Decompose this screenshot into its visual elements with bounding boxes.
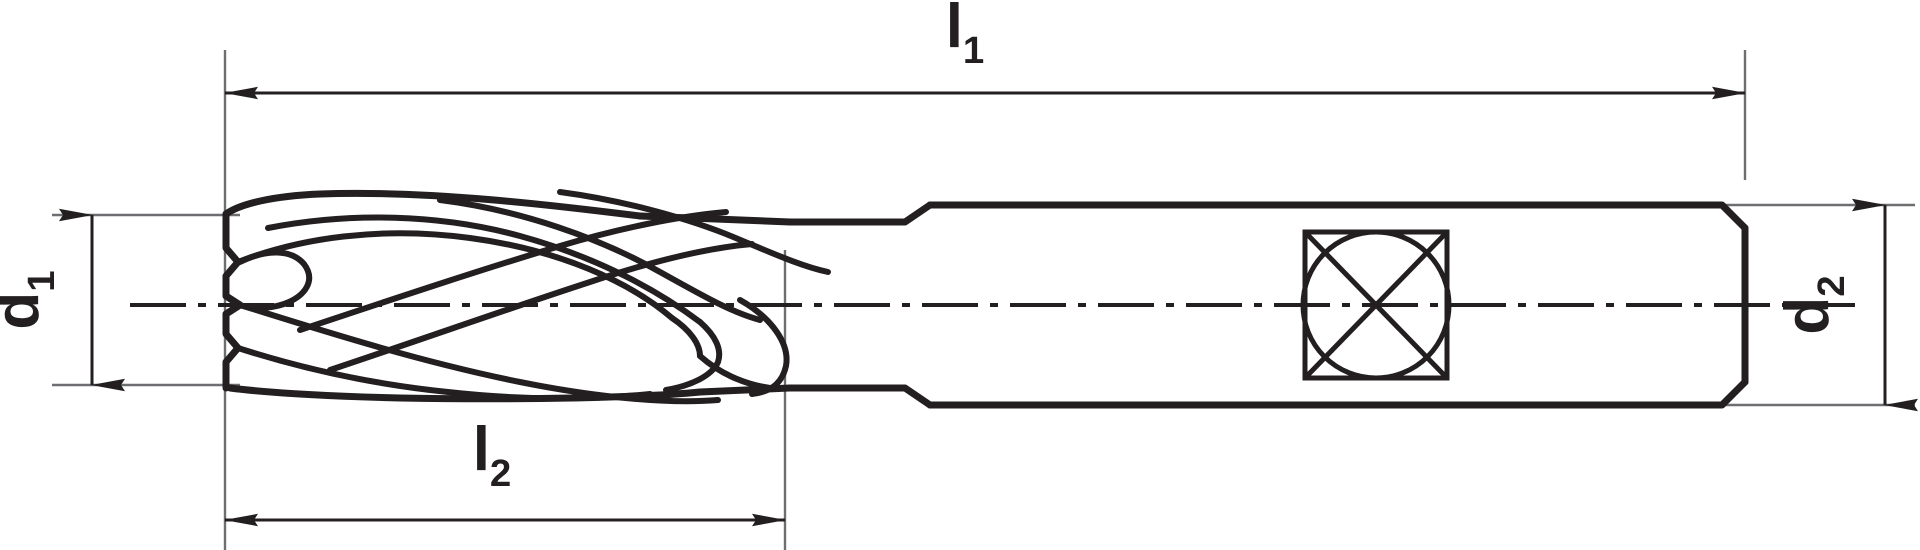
extension-lines (52, 50, 1915, 550)
end-face-teeth (222, 210, 244, 392)
flute-helix-upper (235, 214, 723, 393)
dimension-d2: d2 (1773, 198, 1918, 412)
dimension-label-l1: l1 (946, 0, 985, 72)
tip-gash (237, 249, 313, 311)
dimension-label-d2: d2 (1773, 275, 1853, 334)
flute-end-curve (697, 297, 790, 397)
dimension-label-d1-base: d (0, 292, 52, 330)
dimension-label-l1-base: l (946, 0, 963, 61)
dimension-label-l2-subscript: 2 (490, 452, 511, 495)
end-mill-body (222, 189, 1749, 409)
weldon-diagonal-2 (1303, 230, 1449, 380)
dimension-label-l2: l2 (473, 415, 512, 495)
weldon-flat-symbol (1300, 229, 1452, 381)
dimension-label-d2-base: d (1773, 297, 1842, 335)
flute-helix-upper-long (437, 189, 831, 323)
dimension-l2: l2 (224, 415, 786, 527)
neck-step (786, 201, 934, 409)
weldon-rectangle-icon (1302, 229, 1450, 381)
dimension-d1: d1 (0, 208, 125, 392)
dimension-label-d2-subscript: 2 (1810, 275, 1853, 296)
dimension-l1: l1 (224, 0, 1746, 100)
dimension-label-l1-subscript: 1 (963, 29, 984, 72)
dimension-label-d1-subscript: 1 (20, 270, 63, 291)
dimension-label-l2-base: l (473, 415, 490, 484)
dimension-label-d1: d1 (0, 270, 63, 329)
